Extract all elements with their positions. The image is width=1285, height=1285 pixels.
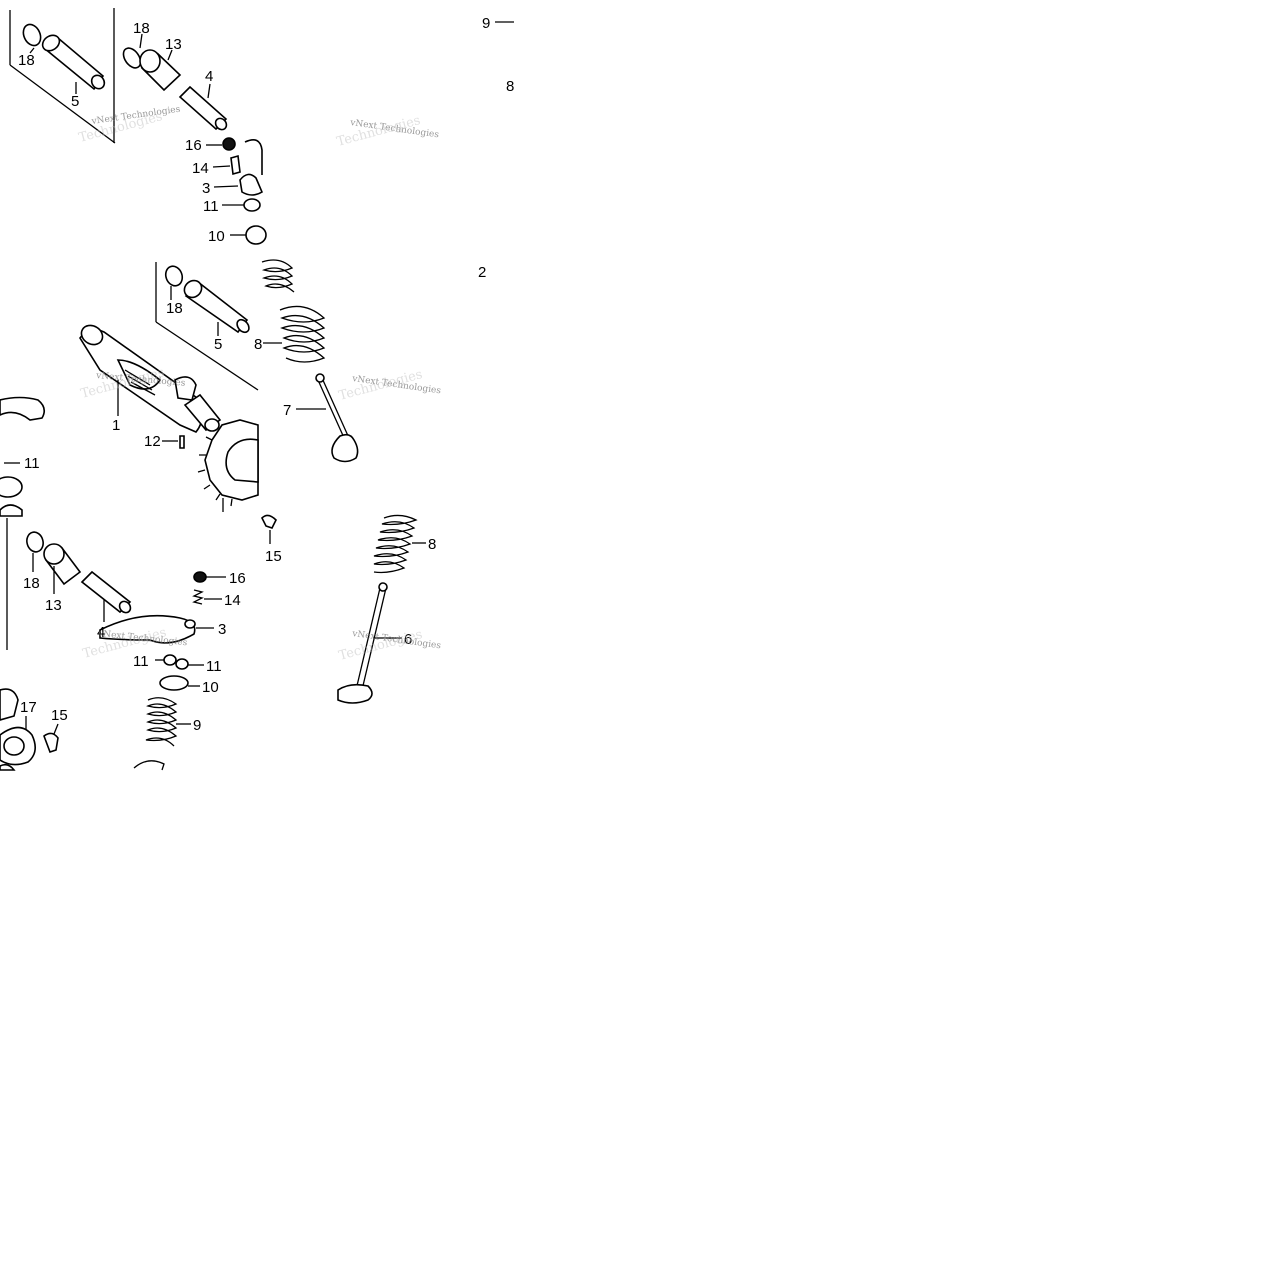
collar-part [139,49,182,92]
rocker-arm-part [99,614,196,644]
rocker-shaft-part [183,279,250,334]
label-8-c: 8 [428,536,436,553]
clip-part [163,654,177,666]
leader-line [167,49,173,61]
label-10-b: 10 [202,679,219,696]
label-8-b: 8 [254,336,262,353]
label-11-d: 11 [206,658,222,675]
label-18-d: 18 [23,575,40,592]
frame-line [155,321,259,391]
label-16-a: 16 [185,137,202,154]
pin-part [178,85,228,131]
rocker-shaft-part [41,34,106,91]
o-ring-part [122,47,142,69]
retainer-part [245,225,267,245]
label-5-a: 5 [71,93,79,110]
pin-part [80,570,132,614]
collar-part [43,543,82,586]
label-18-c: 18 [166,300,183,317]
bolt-part [43,732,59,754]
label-11-c: 11 [133,653,149,670]
camshaft-part [79,324,222,433]
retainer-part [0,476,23,498]
washer-part [0,504,23,517]
label-7: 7 [283,402,291,419]
valve-spring-part [133,760,165,771]
leader-line [212,165,231,168]
leader-line [213,185,239,188]
label-11-a: 11 [203,198,219,215]
spring-part [192,589,204,605]
retainer-part [159,675,189,691]
label-3-a: 3 [202,180,210,197]
sprocket-part [0,688,36,771]
panel-top: 18 5 18 13 4 16 14 3 11 10 9 8 2 vNext T… [9,8,514,281]
label-5-b: 5 [214,336,222,353]
o-ring-part [22,23,42,47]
valve-part [337,582,388,704]
rocker-arm-part [244,139,263,175]
label-4-b: 4 [97,624,105,641]
dowel-pin-part [179,435,185,449]
label-17: 17 [20,699,37,716]
label-9-b: 9 [193,717,201,734]
label-16-b: 16 [229,570,246,587]
panel-middle: 18 5 1 12 11 8 7 15 vNext Technologies T… [0,259,442,565]
cap-part [193,571,207,583]
panel-bottom: 18 13 4 16 14 3 11 11 10 9 17 15 8 6 vNe… [0,514,442,771]
leader-line [53,723,59,735]
bolt-part [261,514,277,529]
label-18-a: 18 [18,52,35,69]
label-13-a: 13 [165,36,182,53]
label-15-b: 15 [51,707,68,724]
cap-part [222,137,236,151]
label-13-b: 13 [45,597,62,614]
rocker-arm-part [0,396,46,421]
frame-line [9,64,116,144]
label-12: 12 [144,433,161,450]
leader-line [207,83,211,99]
leader-line [29,47,35,54]
o-ring-part [164,265,184,287]
valve-spring-part [261,259,326,363]
label-15-a: 15 [265,548,282,565]
label-11-b: 11 [24,455,40,472]
valve-part [315,373,359,463]
clip-part [175,658,189,670]
label-14-b: 14 [224,592,241,609]
valve-spring-part [145,697,178,747]
valve-spring-part [373,514,418,574]
rocker-arm-part [239,173,264,196]
leader-line [139,33,143,49]
cam-sprocket-part [197,419,259,507]
label-1: 1 [112,417,120,434]
label-3-b: 3 [218,621,226,638]
label-2-a: 2 [478,264,486,281]
label-4-a: 4 [205,68,213,85]
label-10-a: 10 [208,228,225,245]
o-ring-part [26,531,44,553]
spring-part [230,154,241,176]
label-18-b: 18 [133,20,150,37]
label-8-a: 8 [506,78,514,95]
label-9-a: 9 [482,15,490,32]
clip-part [243,198,261,212]
label-6: 6 [404,631,412,648]
label-14-a: 14 [192,160,209,177]
